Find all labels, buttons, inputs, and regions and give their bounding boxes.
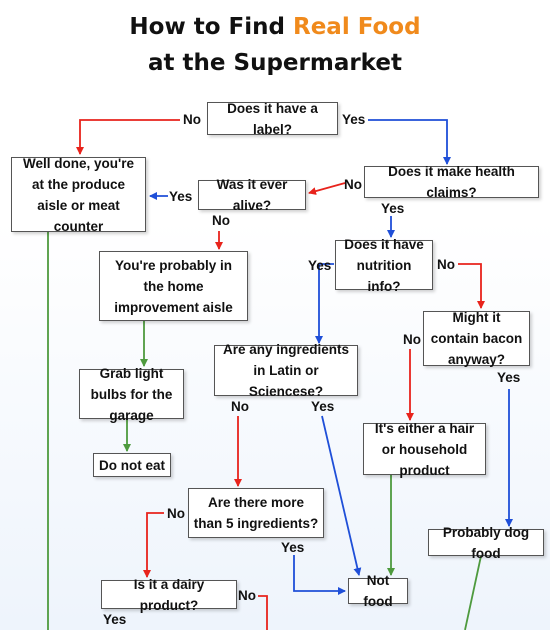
title-line-2: at the Supermarket: [148, 50, 402, 76]
label-bacon-yes: Yes: [497, 370, 521, 385]
label-dairy-yes: Yes: [103, 612, 127, 627]
label-bacon-no: No: [403, 332, 421, 347]
node-dairy-product: Is it a dairy product?: [101, 577, 237, 613]
node-bacon-anyway: Might it contain bacon anyway?: [423, 310, 530, 367]
label-alive-yes: Yes: [169, 189, 193, 204]
node-home-improvement: You're probably in the home improvement …: [99, 251, 248, 321]
node-produce-aisle: Well done, you're at the produce aisle o…: [11, 156, 146, 234]
edge-dogfood-down: [464, 555, 482, 630]
label-dairy-no: No: [238, 588, 256, 603]
node-does-it-have-label: Does it have a label?: [207, 101, 338, 137]
label-latin-no: No: [231, 399, 249, 414]
edge-claims-no: [308, 182, 346, 195]
title-highlight: Real Food: [292, 14, 421, 40]
node-was-it-ever-alive: Was it ever alive?: [198, 177, 306, 213]
label-latin-yes: Yes: [311, 399, 335, 414]
node-light-bulbs: Grab light bulbs for the garage: [79, 366, 184, 423]
label-nutrition-yes: Yes: [308, 258, 332, 273]
label-claims-yes: Yes: [381, 201, 405, 216]
node-hair-household: It's either a hair or household product: [363, 421, 486, 478]
label-alive-no: No: [212, 213, 230, 228]
edge-latin-yes: [321, 415, 362, 576]
title-prefix: How to Find: [129, 14, 293, 40]
edge-nutrition-yes: [315, 263, 334, 344]
label-no: No: [183, 112, 201, 127]
node-nutrition-info: Does it have nutrition info?: [335, 237, 433, 294]
node-health-claims: Does it make health claims?: [364, 164, 539, 200]
edge-dairy-no: [258, 595, 268, 630]
label-yes: Yes: [342, 112, 366, 127]
edge-nutrition-no: [458, 263, 485, 309]
label-claims-no: No: [344, 177, 362, 192]
node-do-not-eat: Do not eat: [93, 453, 171, 477]
label-nutrition-no: No: [437, 257, 455, 272]
label-five-no: No: [167, 506, 185, 521]
edge-five-yes: [293, 555, 346, 595]
label-five-yes: Yes: [281, 540, 305, 555]
title-line-1: How to Find Real Food: [0, 14, 550, 40]
edge-label-no: [76, 119, 180, 155]
node-latin-sciencese: Are any ingredients in Latin or Sciences…: [214, 342, 358, 399]
node-more-than-5-ingredients: Are there more than 5 ingredients?: [188, 488, 324, 538]
node-not-food: Not food: [348, 573, 408, 609]
edge-label-yes: [368, 119, 451, 165]
node-dog-food: Probably dog food: [428, 525, 544, 561]
edge-five-no: [143, 512, 164, 578]
